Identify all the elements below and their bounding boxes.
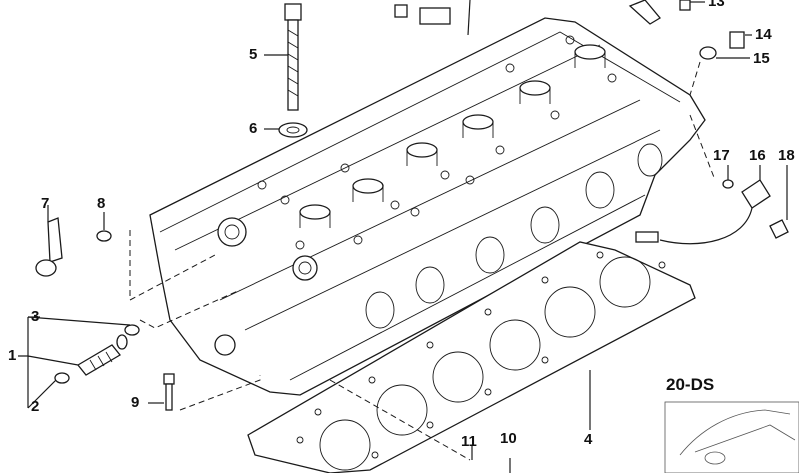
callout-13: 13 (708, 0, 725, 10)
washer (278, 122, 308, 138)
cylinder-head (149, 17, 706, 396)
sealing-ring-8 (96, 230, 112, 242)
camshaft-sensor (394, 4, 451, 25)
callout-9: 9 (131, 394, 140, 411)
hex-bolt-9 (163, 373, 175, 411)
callout-11: 11 (461, 433, 477, 450)
callout-7: 7 (41, 195, 50, 212)
callout-10: 10 (500, 430, 517, 447)
head-gasket (247, 241, 696, 473)
dashed-assembly-lines (129, 61, 716, 461)
callout-2: 2 (31, 398, 40, 415)
callout-8: 8 (97, 195, 106, 212)
coolant-sensor (77, 334, 128, 376)
sealing-ring-15 (699, 46, 717, 60)
tappet-row (299, 44, 606, 228)
callout-15: 15 (753, 50, 770, 67)
callout-18: 18 (778, 147, 795, 164)
callout-5: 5 (249, 46, 258, 63)
callout-16: 16 (749, 147, 766, 164)
model-code-badge: 20-DS (666, 375, 715, 394)
callout-14: 14 (755, 26, 772, 43)
callout-3: 3 (31, 308, 40, 325)
callout-17: 17 (713, 147, 730, 164)
exhaust-ports (365, 143, 663, 329)
head-bolt (284, 3, 302, 111)
callout-1: 1 (8, 347, 17, 364)
vehicle-silhouette (664, 401, 799, 473)
callout-6: 6 (249, 120, 258, 137)
sealing-ring-2 (54, 372, 70, 384)
sealing-ring-3 (124, 324, 140, 336)
temperature-sensor (635, 179, 789, 245)
bracket-13 (628, 0, 691, 25)
leader-lines (18, 0, 788, 473)
screw-plug (35, 217, 63, 277)
screw-plug-14 (729, 31, 745, 49)
head-bolts-row (257, 35, 617, 250)
callout-4: 4 (584, 431, 593, 448)
